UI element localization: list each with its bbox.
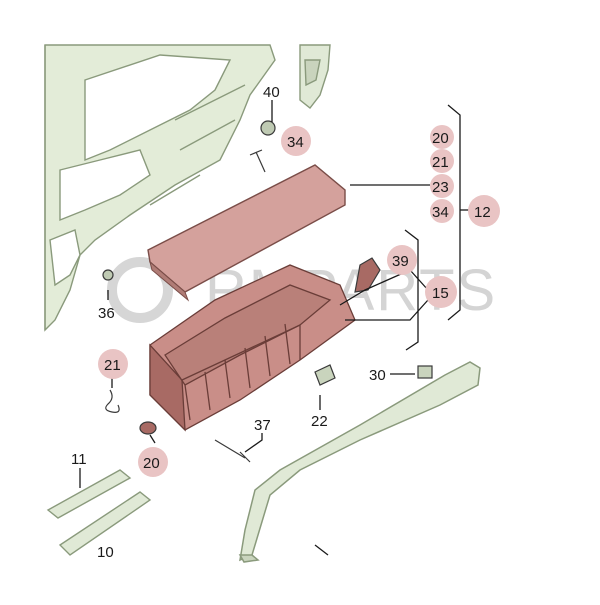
glovebox-body [149, 264, 356, 432]
label-22: 22 [311, 413, 328, 430]
bolt-37 [214, 439, 251, 463]
leader-lines [79, 100, 475, 556]
upper-right-trim [299, 44, 331, 109]
screw-34 [249, 149, 266, 173]
glovebox-lid [147, 164, 346, 302]
spring-21 [105, 389, 120, 413]
label-23: 23 [432, 179, 449, 196]
label-11: 11 [71, 451, 87, 468]
label-20-upper: 20 [432, 130, 449, 147]
label-10: 10 [97, 544, 114, 561]
label-21-lower: 21 [104, 357, 121, 374]
screw-36 [102, 269, 114, 281]
label-15: 15 [432, 285, 449, 302]
dashboard-frame [44, 44, 276, 332]
latch-22 [314, 364, 336, 386]
part-labels: 40 34 20 21 23 34 12 39 15 36 21 30 22 3… [71, 84, 491, 561]
label-20-lower: 20 [143, 455, 160, 472]
label-39: 39 [392, 253, 409, 270]
label-bubbles [98, 125, 500, 477]
label-12: 12 [474, 204, 491, 221]
label-34-right: 34 [432, 204, 449, 221]
label-36: 36 [98, 305, 115, 322]
label-37: 37 [254, 417, 271, 434]
label-21-upper: 21 [432, 154, 449, 171]
clip-30 [417, 365, 433, 379]
lower-left-trims [46, 469, 152, 556]
damper-20 [139, 421, 157, 435]
lock-39 [354, 257, 381, 293]
label-34-upper: 34 [287, 134, 304, 151]
label-40: 40 [263, 84, 280, 101]
small-parts [102, 120, 433, 463]
nut-40 [260, 120, 276, 136]
lower-trim-panel [238, 361, 481, 563]
label-30: 30 [369, 367, 386, 384]
